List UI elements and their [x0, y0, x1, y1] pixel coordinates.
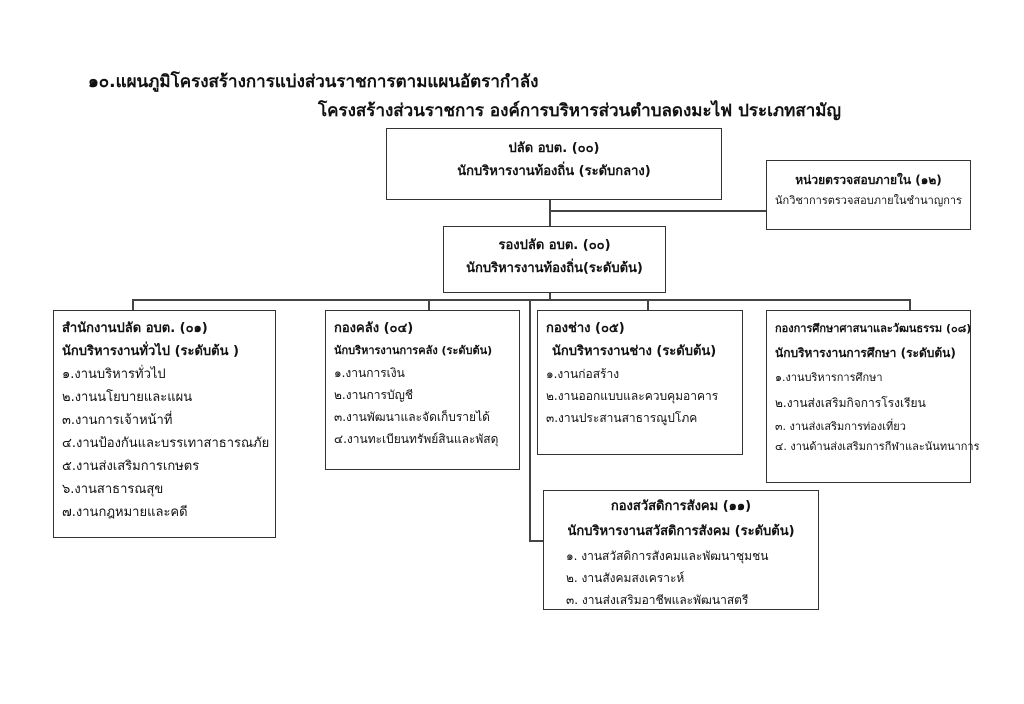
- division-box-finance: กองคลัง (๐๔) นักบริหารงานการคลัง (ระดับต…: [325, 310, 520, 470]
- chief-position: นักบริหารงานท้องถิ่น (ระดับกลาง): [457, 164, 651, 179]
- division-name: กองช่าง (๐๕): [546, 321, 625, 336]
- task-item: ๓. งานส่งเสริมอาชีพและพัฒนาสตรี: [566, 593, 749, 607]
- task-item: ๔. งานด้านส่งเสริมการกีฬาและนันทนาการ: [775, 440, 980, 453]
- task-item: ๔.งานทะเบียนทรัพย์สินและพัสดุ: [334, 432, 499, 446]
- connector: [549, 293, 551, 300]
- task-item: ๓.งานการเจ้าหน้าที่: [62, 413, 173, 428]
- document-subtitle: โครงสร้างส่วนราชการ องค์การบริหารส่วนตำบ…: [318, 101, 841, 121]
- deputy-box: รองปลัด อบต. (๐๐) นักบริหารงานท้องถิ่น(ร…: [443, 226, 666, 293]
- division-box-welfare: กองสวัสดิการสังคม (๑๑) นักบริหารงานสวัสด…: [543, 490, 819, 610]
- task-item: ๒.งานส่งเสริมกิจการโรงเรียน: [775, 396, 926, 410]
- connector: [647, 299, 649, 310]
- division-position: นักบริหารงานช่าง (ระดับต้น): [552, 344, 717, 359]
- task-item: ๖.งานสาธารณสุข: [62, 482, 164, 497]
- task-item: ๗.งานกฎหมายและคดี: [62, 505, 188, 520]
- task-item: ๑. งานสวัสดิการสังคมและพัฒนาชุมชน: [566, 549, 769, 563]
- division-position: นักบริหารงานสวัสดิการสังคม (ระดับต้น): [567, 524, 795, 539]
- connector: [549, 200, 551, 226]
- division-box-education: กองการศึกษาศาสนาและวัฒนธรรม (๐๘) นักบริห…: [766, 310, 980, 483]
- connector: [132, 299, 910, 301]
- division-name: กองคลัง (๐๔): [334, 321, 414, 336]
- chief-name: ปลัด อบต. (๐๐): [508, 141, 600, 156]
- deputy-name: รองปลัด อบต. (๐๐): [498, 238, 611, 253]
- connector: [529, 299, 531, 540]
- task-item: ๑.งานก่อสร้าง: [546, 367, 620, 381]
- task-item: ๕.งานส่งเสริมการเกษตร: [62, 459, 200, 474]
- connector: [549, 210, 766, 212]
- task-item: ๒.งานออกแบบและควบคุมอาคาร: [546, 389, 719, 403]
- task-item: ๓.งานประสานสาธารณูปโภค: [546, 411, 698, 425]
- chief-box: ปลัด อบต. (๐๐) นักบริหารงานท้องถิ่น (ระด…: [386, 128, 722, 200]
- division-box-engineering: กองช่าง (๐๕) นักบริหารงานช่าง (ระดับต้น)…: [537, 310, 743, 455]
- task-item: ๑.งานบริหารทั่วไป: [62, 367, 166, 382]
- task-item: ๑.งานบริหารการศึกษา: [775, 371, 883, 384]
- audit-name: หน่วยตรวจสอบภายใน (๑๒): [795, 173, 942, 187]
- division-position: นักบริหารงานทั่วไป (ระดับต้น ): [62, 344, 239, 359]
- division-name: กองสวัสดิการสังคม (๑๑): [610, 499, 752, 514]
- division-box-office: สำนักงานปลัด อบต. (๐๑) นักบริหารงานทั่วไ…: [53, 310, 276, 538]
- connector: [132, 299, 134, 310]
- document-title: ๑๐.แผนภูมิโครงสร้างการแบ่งส่วนราชการตามแ…: [88, 72, 539, 92]
- division-position: นักบริหารงานการคลัง (ระดับต้น): [334, 344, 493, 357]
- division-position: นักบริหารงานการศึกษา (ระดับต้น): [775, 346, 956, 360]
- audit-position: นักวิชาการตรวจสอบภายในชำนาญการ: [775, 194, 962, 207]
- task-item: ๒.งานนโยบายและแผน: [62, 390, 193, 405]
- task-item: ๒. งานสังคมสงเคราะห์: [566, 571, 685, 585]
- task-item: ๔.งานป้องกันและบรรเทาสาธารณภัย: [62, 436, 270, 451]
- connector: [428, 299, 430, 310]
- task-item: ๓.งานพัฒนาและจัดเก็บรายได้: [334, 410, 490, 424]
- task-item: ๑.งานการเงิน: [334, 366, 405, 380]
- connector: [909, 299, 911, 310]
- deputy-position: นักบริหารงานท้องถิ่น(ระดับต้น): [466, 261, 643, 276]
- task-item: ๒.งานการบัญชี: [334, 388, 413, 402]
- division-name: สำนักงานปลัด อบต. (๐๑): [62, 321, 208, 336]
- task-item: ๓. งานส่งเสริมการท่องเที่ยว: [775, 420, 906, 433]
- division-name: กองการศึกษาศาสนาและวัฒนธรรม (๐๘): [775, 322, 972, 335]
- connector: [529, 540, 543, 542]
- audit-box: หน่วยตรวจสอบภายใน (๑๒) นักวิชาการตรวจสอบ…: [766, 160, 971, 230]
